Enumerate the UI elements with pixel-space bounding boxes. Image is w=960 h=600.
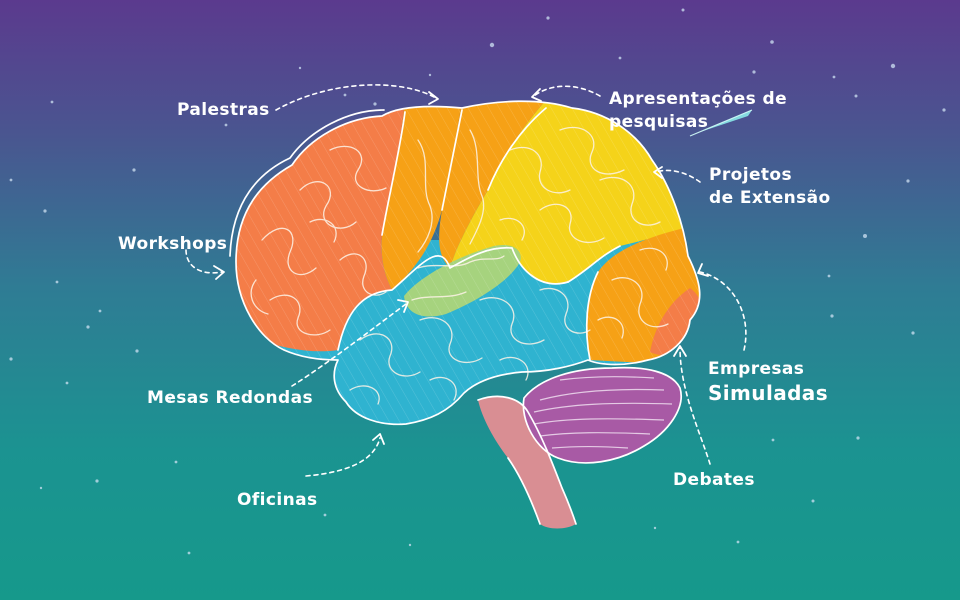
label-palestras-text: Palestras — [177, 100, 270, 120]
dashed-arrows — [185, 84, 747, 477]
arrow-palestras-icon — [275, 84, 437, 111]
shooting-star-icon — [689, 109, 753, 137]
label-oficinas-text: Oficinas — [237, 490, 318, 510]
label-mesas-redondas: Mesas Redondas — [147, 387, 313, 410]
arrow-debates-icon — [679, 347, 711, 465]
label-empresas-line1: Empresas — [708, 359, 805, 379]
arrow-workshops-icon — [185, 249, 223, 274]
arrow-apresentacoes-icon — [533, 85, 601, 97]
label-apresentacoes-line2: pesquisas — [609, 112, 709, 132]
label-empresas-simuladas: Empresas Simuladas — [708, 358, 828, 405]
brain-gyri-lines — [250, 126, 669, 405]
label-workshops: Workshops — [118, 233, 227, 256]
label-oficinas: Oficinas — [237, 489, 317, 512]
label-mesas-redondas-text: Mesas Redondas — [147, 388, 314, 408]
label-palestras: Palestras — [177, 99, 270, 122]
label-workshops-text: Workshops — [118, 234, 228, 254]
arrow-empresas-icon — [699, 271, 747, 351]
arrow-mesas-icon — [291, 303, 407, 387]
label-apresentacoes-de-pesquisas: Apresentações de pesquisas — [609, 88, 787, 134]
label-empresas-line2: Simuladas — [708, 381, 829, 405]
arrow-projetos-icon — [655, 169, 701, 183]
label-debates-text: Debates — [673, 470, 755, 490]
arrowheads — [213, 88, 709, 445]
brain-outline — [229, 100, 701, 525]
label-projetos-line2: de Extensão — [709, 188, 831, 208]
label-apresentacoes-line1: Apresentações de — [609, 89, 788, 109]
label-debates: Debates — [673, 469, 755, 492]
arrow-oficinas-icon — [305, 437, 381, 477]
cerebellum — [523, 367, 682, 463]
brainstem — [478, 396, 576, 529]
cerebellum-folds — [533, 376, 673, 449]
label-projetos-line1: Projetos — [709, 165, 793, 185]
label-projetos-de-extensao: Projetos de Extensão — [709, 164, 831, 210]
